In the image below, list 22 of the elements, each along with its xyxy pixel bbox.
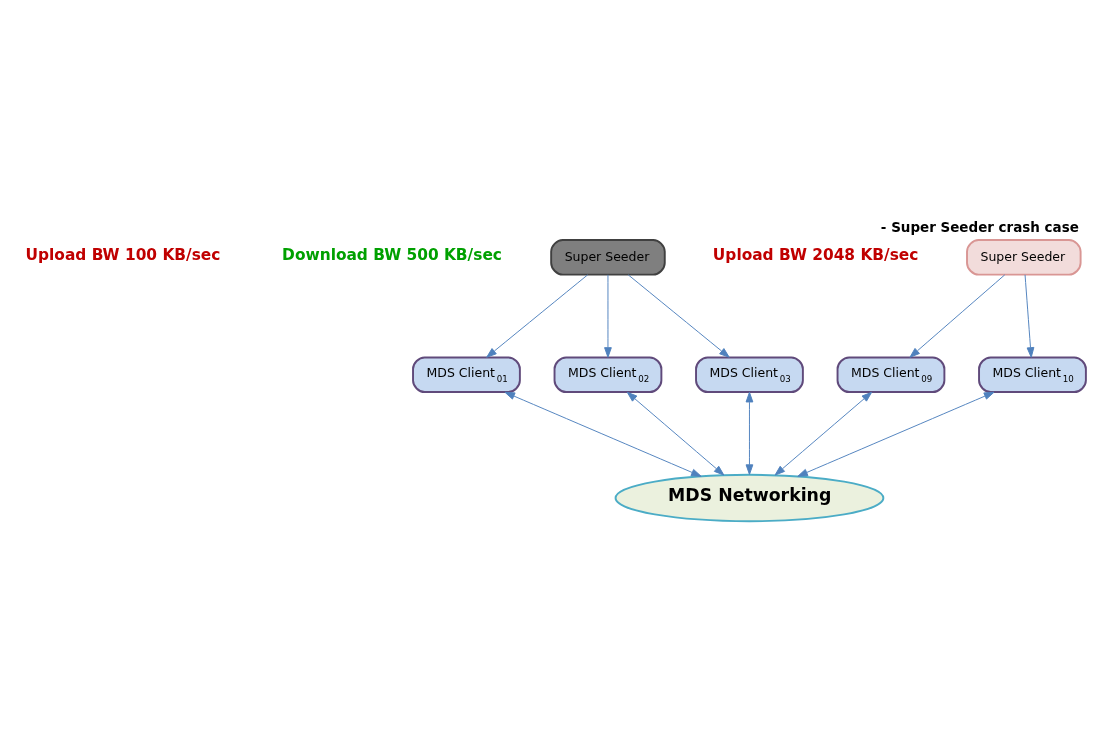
arrow [626,391,725,476]
node-box: Super Seeder [966,238,1082,276]
label: Upload BW 100 KB/sec [25,245,221,264]
node-box: MDS Client$_{09}$ [836,355,946,393]
arrow [486,273,589,358]
node-box: MDS Client$_{01}$ [412,355,521,393]
diagram-title: - Super Seeder crash case [880,218,1079,235]
arrow [1024,273,1035,358]
label: Download BW 500 KB/sec [282,245,502,264]
node-box: MDS Client$_{02}$ [553,355,663,393]
arrow [797,391,995,477]
node-ellipse: MDS Networking [614,473,885,522]
arrow [909,273,1006,358]
node-box: MDS Client$_{03}$ [695,355,804,393]
arrow [504,391,702,477]
node-box: MDS Client$_{10}$ [978,355,1087,393]
label: Upload BW 2048 KB/sec [712,245,919,264]
arrow [627,273,730,358]
arrow [604,273,612,358]
node-box: Super Seeder [550,238,666,276]
arrow [774,391,873,476]
arrow [745,391,754,475]
